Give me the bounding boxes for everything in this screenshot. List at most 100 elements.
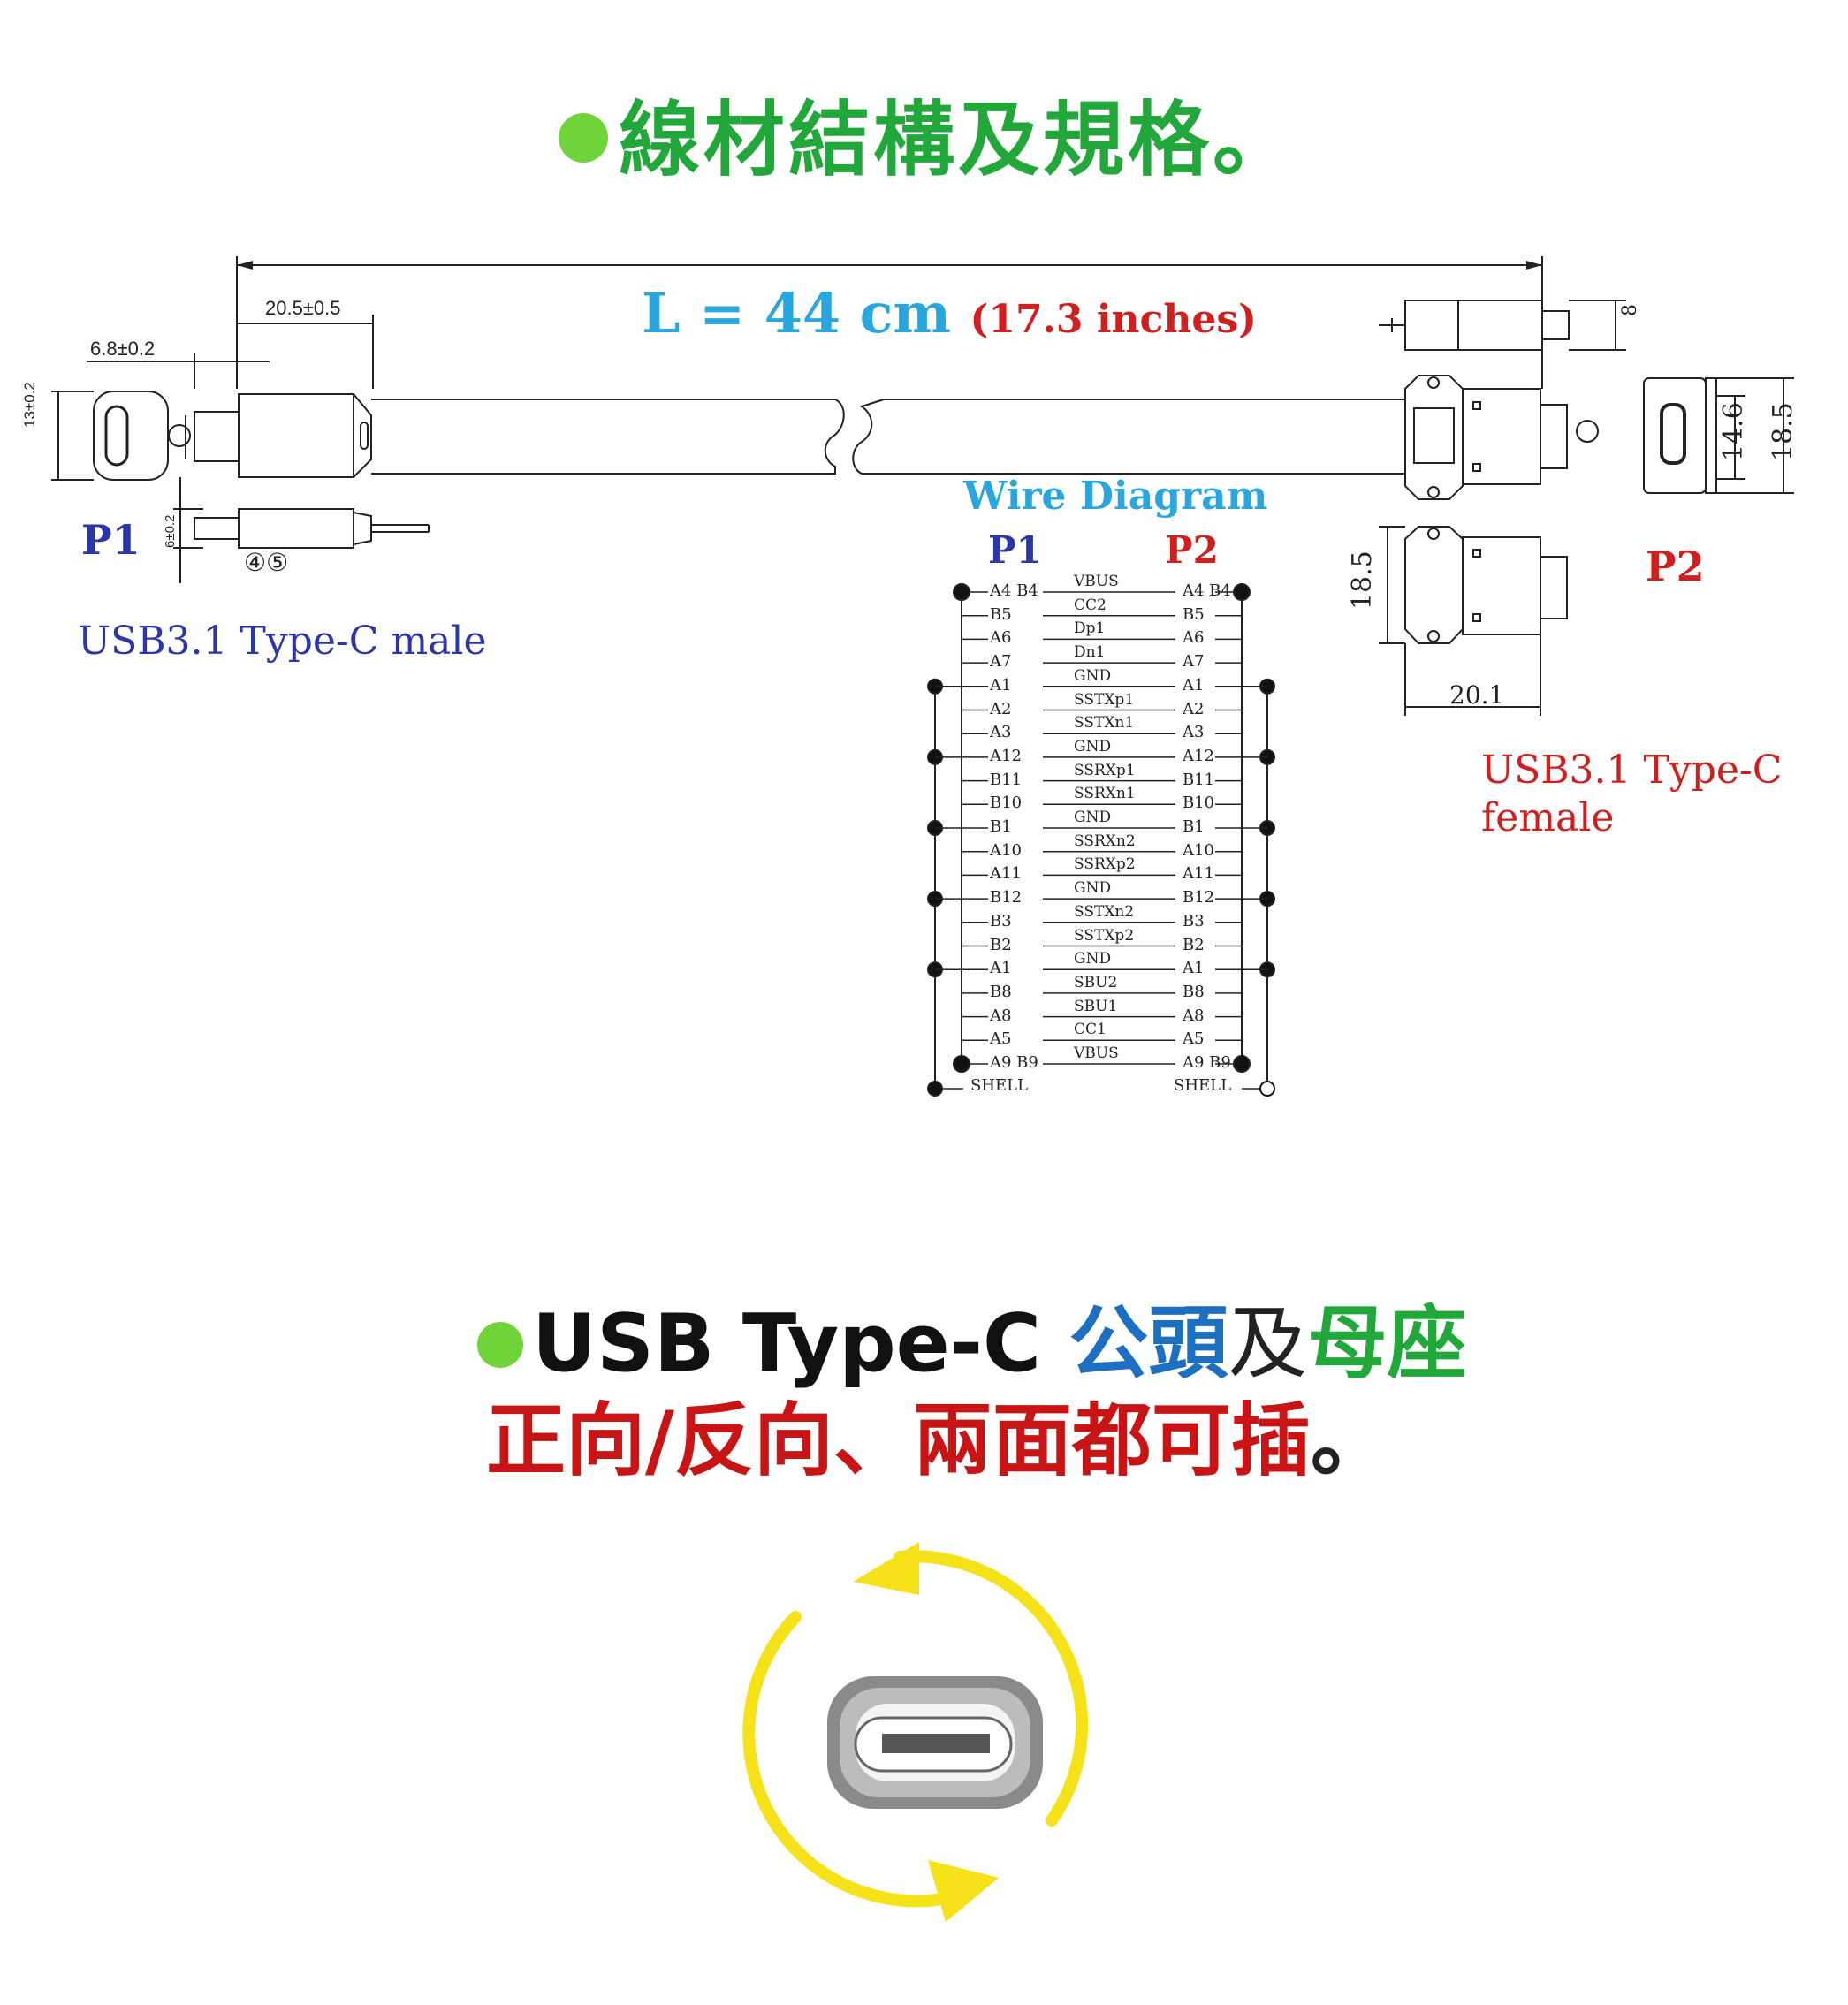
section2-and: 及 <box>1228 1297 1308 1390</box>
page-title-text: 線材結構及規格 <box>619 93 1213 187</box>
wire-signal-cell: SSTXn2 <box>1074 902 1135 921</box>
section2-line2-end: 。 <box>1310 1394 1390 1487</box>
rotate-arrow-icon <box>894 1550 1089 1827</box>
wire-signal-cell: SSRXn2 <box>1074 832 1136 850</box>
wire-left-cell: A2 <box>990 699 1012 718</box>
p2-dim-bottom: 20.1 <box>1449 680 1505 710</box>
section2-line2-b: 兩面都可插 <box>912 1394 1311 1487</box>
wire-right-cell: B3 <box>1183 911 1205 930</box>
wire-signal-cell: Dp1 <box>1074 619 1106 638</box>
wire-right-cell: B10 <box>1183 794 1215 813</box>
wire-signal-cell: SSTXp2 <box>1074 926 1135 945</box>
page-title: 線材結構及規格。 <box>619 92 1297 189</box>
wire-signal-cell: GND <box>1074 809 1112 826</box>
section2-line1: USB Type-C 公頭及母座 <box>532 1295 1466 1393</box>
wire-left-cell: B5 <box>990 604 1012 624</box>
wire-diagram-p1: P1 <box>988 528 1042 572</box>
wire-signal-cell: VBUS <box>1074 573 1119 590</box>
wire-left-cell: B2 <box>990 935 1012 954</box>
wire-right-cell: B11 <box>1183 770 1215 789</box>
wire-signal-cell: GND <box>1074 737 1112 756</box>
wire-signal-cell: SSRXn1 <box>1074 785 1136 803</box>
wire-left-cell: B12 <box>990 888 1023 908</box>
wire-diagram-title: Wire Diagram <box>963 474 1268 519</box>
wire-signal-cell: VBUS <box>1074 1044 1119 1062</box>
p1-desc: USB3.1 Type-C male <box>78 619 487 664</box>
wire-signal-cell: GND <box>1074 950 1112 968</box>
wire-left-cell: A8 <box>990 1006 1012 1025</box>
wire-signal-cell: SSRXp1 <box>1074 761 1136 779</box>
wire-right-cell: A1 <box>1183 959 1205 978</box>
wire-right-cell: A5 <box>1183 1029 1205 1049</box>
p2-desc-line1: USB3.1 Type-C <box>1481 748 1783 793</box>
wire-right-cell: B8 <box>1183 982 1205 1001</box>
section2-line2-a: 正向/反向 <box>486 1394 833 1487</box>
length-sub: (17.3 inches) <box>970 297 1257 342</box>
wire-right-cell: B1 <box>1183 817 1205 836</box>
wire-left-cell: A3 <box>990 723 1012 742</box>
wire-signal-cell: SSTXp1 <box>1074 690 1135 709</box>
wire-left-cell: A10 <box>990 840 1022 860</box>
shell-left: SHELL <box>970 1076 1029 1095</box>
wire-signal-cell: Dn1 <box>1074 643 1106 662</box>
wire-left-cell: B3 <box>990 911 1012 930</box>
page-title-suffix: 。 <box>1213 93 1298 187</box>
wire-left-cell: A1 <box>990 959 1012 978</box>
wire-signal-cell: CC2 <box>1074 596 1107 614</box>
wire-signal-cell: GND <box>1074 879 1112 898</box>
title-bullet <box>559 113 608 163</box>
wire-right-cell: A12 <box>1183 746 1214 765</box>
section2-female: 母座 <box>1307 1297 1467 1390</box>
dim-tip: 6.8±0.2 <box>90 338 156 360</box>
wire-signal-cell: SBU2 <box>1074 973 1118 991</box>
wire-diagram-p2: P2 <box>1165 528 1219 572</box>
wire-left-cell: B8 <box>990 982 1012 1001</box>
section2-prefix: USB Type-C <box>532 1297 1069 1390</box>
dim-overall: 20.5±0.5 <box>265 297 341 319</box>
wire-signal-cell: SSTXn1 <box>1074 714 1135 733</box>
wire-right-cell: A4 B4 <box>1183 581 1231 600</box>
wire-left-cell: A7 <box>990 652 1012 672</box>
shell-right: SHELL <box>1174 1076 1232 1095</box>
cable-right <box>852 399 1406 475</box>
p2-side-body <box>1404 375 1464 500</box>
arrow-icon <box>237 261 253 270</box>
section2-line2: 正向/反向、兩面都可插。 <box>486 1393 1390 1490</box>
arrow-icon <box>1526 261 1542 270</box>
wire-left-cell: B11 <box>990 770 1023 789</box>
wire-signal-cell: GND <box>1074 666 1112 685</box>
p2-label: P2 <box>1646 543 1705 590</box>
cable-left <box>371 399 845 475</box>
wire-right-cell: A3 <box>1183 723 1205 742</box>
wire-right-cell: A8 <box>1183 1006 1205 1025</box>
section2-line2-sep: 、 <box>833 1394 913 1487</box>
wire-right-cell: B2 <box>1183 935 1205 954</box>
p2-desc-line2: female <box>1481 795 1615 840</box>
wire-left-cell: A12 <box>990 746 1022 765</box>
wire-right-cell: B12 <box>1183 888 1215 908</box>
section2-bullet <box>477 1322 523 1368</box>
length-main: L = 44 cm <box>642 281 951 346</box>
p1-label: P1 <box>81 516 141 564</box>
wire-right-cell: A9 B9 <box>1183 1053 1231 1072</box>
rotate-arrow-icon <box>742 1611 943 1908</box>
wire-signal-cell: SSRXp2 <box>1074 855 1136 874</box>
wire-left-cell: A11 <box>990 864 1022 884</box>
wire-left-cell: A5 <box>990 1029 1012 1049</box>
wire-right-cell: A2 <box>1183 699 1205 718</box>
wire-signal-cell: SBU1 <box>1074 997 1118 1015</box>
wire-signal-cell: CC1 <box>1074 1021 1107 1039</box>
wire-left-cell: A4 B4 <box>990 581 1038 600</box>
wire-left-cell: B10 <box>990 794 1023 813</box>
callout-side: ④⑤ <box>244 548 289 577</box>
wire-right-cell: B5 <box>1183 604 1205 624</box>
wire-right-cell: A11 <box>1183 864 1214 884</box>
wire-right-cell: A1 <box>1183 675 1205 695</box>
length-label: L = 44 cm (17.3 inches) <box>642 281 1257 346</box>
wire-left-cell: B1 <box>990 817 1012 836</box>
section2-male: 公頭 <box>1068 1297 1228 1390</box>
wire-diagram-lines <box>927 583 1275 1097</box>
wire-right-cell: A6 <box>1183 628 1205 648</box>
